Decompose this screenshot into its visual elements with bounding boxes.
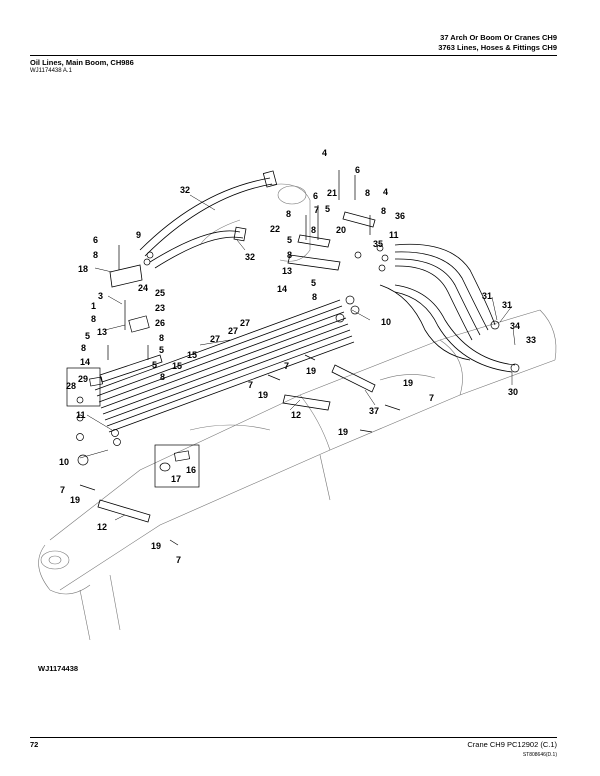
section-header-line2: 3763 Lines, Hoses & Fittings CH9 [438, 43, 557, 52]
callout-label: 37 [369, 406, 379, 416]
inset-box-right [154, 444, 200, 488]
footer-publication: Crane CH9 PC12902 (C.1) [467, 740, 557, 749]
callout-label: 12 [291, 410, 301, 420]
inset-box-left [66, 367, 101, 407]
callout-label: 10 [59, 457, 69, 467]
callout-label: 8 [93, 250, 98, 260]
callout-label: 5 [325, 204, 330, 214]
footer-code: ST808646(D.1) [522, 752, 557, 758]
callout-label: 7 [60, 485, 65, 495]
callout-label: 27 [228, 326, 238, 336]
top-hose [139, 170, 278, 269]
callout-label: 7 [429, 393, 434, 403]
callout-label: 31 [482, 291, 492, 301]
callout-label: 8 [365, 188, 370, 198]
callout-label: 8 [160, 372, 165, 382]
callout-label: 13 [97, 327, 107, 337]
callout-label: 34 [510, 321, 520, 331]
clamps [97, 211, 376, 523]
callout-label: 5 [311, 278, 316, 288]
callout-label: 1 [91, 301, 96, 311]
callout-label: 13 [282, 266, 292, 276]
callout-label: 9 [136, 230, 141, 240]
callout-label: 8 [81, 343, 86, 353]
callout-label: 8 [286, 209, 291, 219]
callout-label: 14 [80, 357, 90, 367]
callout-label: 8 [159, 333, 164, 343]
callout-label: 25 [155, 288, 165, 298]
callout-label: 27 [210, 334, 220, 344]
callout-label: 19 [258, 390, 268, 400]
callout-label: 8 [91, 314, 96, 324]
right-hoses [379, 243, 516, 373]
callout-label: 5 [287, 235, 292, 245]
callout-label: 22 [270, 224, 280, 234]
callout-label: 3 [98, 291, 103, 301]
callout-label: 5 [152, 360, 157, 370]
figure-label: WJ1174438 [38, 664, 79, 673]
callout-label: 8 [287, 250, 292, 260]
callout-label: 4 [322, 148, 327, 158]
callout-label: 27 [240, 318, 250, 328]
callout-label: 33 [526, 335, 536, 345]
callout-label: 6 [355, 165, 360, 175]
callout-label: 16 [186, 465, 196, 475]
callout-label: 19 [403, 378, 413, 388]
callout-label: 23 [155, 303, 165, 313]
callout-label: 8 [381, 206, 386, 216]
callout-label: 5 [85, 331, 90, 341]
callout-label: 30 [508, 387, 518, 397]
hose-bundle [94, 299, 355, 433]
callout-label: 19 [151, 541, 161, 551]
callout-label: 11 [76, 410, 86, 420]
callout-label: 17 [171, 474, 181, 484]
callout-label: 14 [277, 284, 287, 294]
callout-label: 7 [176, 555, 181, 565]
callout-label: 4 [383, 187, 388, 197]
callout-label: 7 [314, 205, 319, 215]
callout-label: 8 [311, 225, 316, 235]
callout-label: 8 [312, 292, 317, 302]
callout-label: 7 [248, 380, 253, 390]
callout-label: 15 [187, 350, 197, 360]
callout-label: 32 [180, 185, 190, 195]
callout-label: 12 [97, 522, 107, 532]
callout-label: 26 [155, 318, 165, 328]
callout-label: 6 [93, 235, 98, 245]
callout-label: 11 [389, 230, 399, 240]
callout-label: 18 [78, 264, 88, 274]
callout-label: 36 [395, 211, 405, 221]
callout-label: 24 [138, 283, 148, 293]
callout-label: 7 [284, 361, 289, 371]
fasteners [76, 170, 520, 546]
leader-lines [79, 194, 516, 521]
boom-outline [38, 183, 557, 641]
callout-label: 19 [338, 427, 348, 437]
callout-label: 6 [313, 191, 318, 201]
page-title: Oil Lines, Main Boom, CH986 [30, 58, 134, 67]
section-header-line1: 37 Arch Or Boom Or Cranes CH9 [440, 33, 557, 42]
callout-label: 5 [159, 345, 164, 355]
callout-label: 21 [327, 188, 337, 198]
callout-label: 19 [70, 495, 80, 505]
callout-labels: 4 6 32 6 21 8 4 8 7 5 8 36 9 22 8 20 35 … [59, 148, 536, 565]
page-number: 72 [30, 740, 39, 749]
callout-label: 19 [306, 366, 316, 376]
callout-label: 35 [373, 239, 383, 249]
callout-label: 29 [78, 374, 88, 384]
page-subtitle: WJ1174438 A.1 [30, 68, 72, 74]
footer-divider [30, 737, 557, 738]
callout-label: 28 [66, 381, 76, 391]
callout-label: 31 [502, 300, 512, 310]
callout-label: 10 [381, 317, 391, 327]
callout-label: 32 [245, 252, 255, 262]
callout-label: 15 [172, 361, 182, 371]
header-divider [30, 55, 557, 56]
section-header: 37 Arch Or Boom Or Cranes CH9 3763 Lines… [438, 33, 557, 53]
callout-label: 20 [336, 225, 346, 235]
